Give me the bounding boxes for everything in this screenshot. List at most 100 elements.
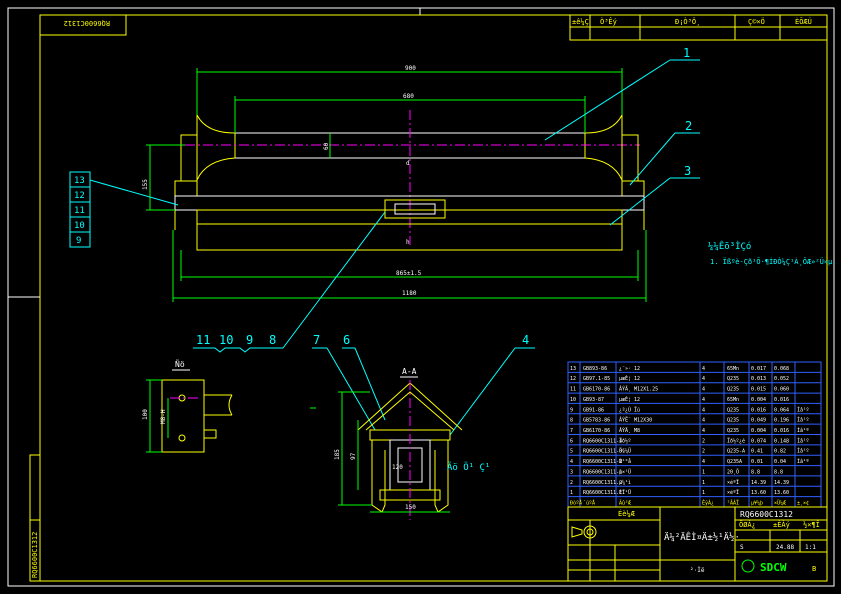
tb-designer-label: Éè¼Æ (618, 509, 636, 518)
bom-cell: 0.049 (751, 418, 766, 424)
left-code-strip (29, 454, 41, 582)
leader-2 (629, 132, 676, 186)
bom-cell: 12 (570, 376, 576, 382)
bom-cell: 4 (702, 407, 705, 413)
bom-cell: Q235 (727, 428, 739, 434)
balloon-stack-left: 13 12 11 10 9 (69, 171, 179, 248)
dim-m8: M8-H (160, 409, 167, 424)
detail-break (204, 394, 233, 416)
balloon-10: 10 (74, 221, 85, 231)
bom-cell: 0.004 (751, 397, 766, 403)
bom-cell: Ö§¼Ü (619, 448, 631, 455)
bom-header-cell: ±¸×¢ (797, 501, 809, 507)
bom-cell: 65Mn (727, 366, 739, 372)
bom-cell: 20¸Ö (727, 468, 739, 475)
bom-cell: 4 (702, 397, 705, 403)
right-support-post (621, 134, 639, 182)
mirrored-code-box (39, 14, 127, 36)
detail-hole-2 (178, 434, 186, 442)
bom-cell: 11 (570, 387, 576, 393)
bom-cell: ¿ª¿Ú Ïú (619, 406, 640, 413)
bom-cell: GB91-86 (583, 407, 604, 413)
front-view: 900 680 60 155 865±1.5 1180 d h (142, 65, 647, 302)
section-label: A-A (402, 367, 417, 376)
bom-cell: 0.015 (751, 387, 766, 393)
bom-cell: 0.016 (774, 428, 789, 434)
drawing-code: RQ6600C1312 (740, 510, 793, 519)
rev-cell-3: Ç©×Ö (748, 17, 765, 26)
bottom-tube (196, 209, 623, 251)
bom-cell: 4 (702, 459, 705, 465)
bom-cell: 0.148 (774, 438, 789, 444)
bom-cell: Ïð½º¿é (727, 437, 745, 444)
bom-header-cell: ÊýÁ¿ (702, 499, 714, 507)
bom-cell: 0.41 (751, 449, 763, 455)
tb-label-mass: ÖØÁ¿ (739, 520, 756, 529)
center-clamp-inner (394, 203, 436, 215)
dim-150: 150 (405, 504, 416, 511)
bom-cell: GB93-87 (583, 397, 604, 403)
balloon-6: 6 (343, 333, 350, 347)
balloon-13: 13 (74, 176, 85, 186)
bom-cell: Íâ¹º (797, 426, 809, 434)
bom-cell: 9 (570, 407, 573, 413)
balloon-7: 7 (313, 333, 320, 347)
bom-cell: 8 (570, 418, 573, 424)
bom-cell: 0.04 (774, 459, 786, 465)
title-block-frame (567, 506, 828, 582)
bom-cell: 4 (702, 366, 705, 372)
dim-1180: 1180 (402, 290, 417, 297)
projection-symbol-circle (583, 525, 597, 539)
company-logo (741, 559, 755, 573)
bom-cell: 14.39 (751, 480, 766, 486)
balloon-1: 1 (683, 46, 690, 60)
bom-header-cell: Ãû³Æ (619, 500, 631, 507)
balloon-11-b: 11 (196, 333, 210, 347)
bom-cell: GB6170-86 (583, 428, 610, 434)
revision-block: ±ê¼Ç Ò³Êý Ð¡Ò³Ö¸ Ç©×Ö ÈÕÆÚ (569, 14, 828, 41)
bom-cell: µæÈ¦ 12 (619, 395, 640, 403)
bom-header-cell: ´úºÅ (583, 500, 595, 507)
bom-cell: 4 (702, 387, 705, 393)
cyan-annotation: Ãö Ö¹ Ç¹ (447, 462, 490, 473)
bom-header-cell: ÐòºÅ (570, 500, 582, 507)
bom-cell: 0.064 (774, 407, 789, 413)
bom-cell: Ñ¹°å (619, 458, 631, 465)
bom-cell: RQ6600C1311.2 (583, 480, 622, 486)
bom-cell: 0.004 (751, 428, 766, 434)
balloon-3: 3 (684, 164, 691, 178)
bom-cell: µ×¹Ü (619, 468, 631, 475)
company-name: SDCW (760, 561, 787, 574)
dim-900: 900 (405, 65, 416, 72)
detail-tab (203, 429, 217, 439)
balloon-4: 4 (522, 333, 529, 347)
drawing-frame (39, 14, 828, 582)
left-support-foot (174, 180, 198, 197)
bom-cell: 13 (570, 366, 576, 372)
rev-cell-1: Ò³Êý (600, 17, 617, 26)
bom-cell: Ïð½º (619, 437, 631, 444)
bom-cell: RQ6600C1311-1 (583, 469, 622, 475)
bom-cell: 0.074 (751, 438, 766, 444)
bom-cell: 4 (702, 428, 705, 434)
bom-cell: 0.01 (751, 459, 763, 465)
bom-cell: 8.8 (774, 469, 783, 475)
bom-cell: 0.016 (751, 407, 766, 413)
bom-cell: 1 (702, 480, 705, 486)
bom-cell: RQ6600C1311-4 (583, 438, 622, 444)
bom-cell: ×éºÏ (727, 479, 739, 486)
bom-cell: RQ6600C1311-2 (583, 459, 622, 465)
balloon-8: 8 (269, 333, 276, 347)
bom-cell: 65Mn (727, 397, 739, 403)
sheet-border (7, 7, 835, 587)
bom-cell: 10 (570, 397, 576, 403)
left-support-post (180, 134, 198, 182)
title-block: Éè¼Æ Ä¼²ÄÊÌ¤Ä±½¹Ä½· ²·Ìë RQ6600C1312 ÖØÁ… (567, 506, 828, 582)
bom-cell: Q235-A (727, 449, 745, 455)
bom-cell: 4 (570, 459, 573, 465)
dim-185: 185 (334, 449, 341, 460)
projection-symbol-cone (571, 526, 583, 538)
bom-cell: Íâ¹º (797, 436, 809, 444)
